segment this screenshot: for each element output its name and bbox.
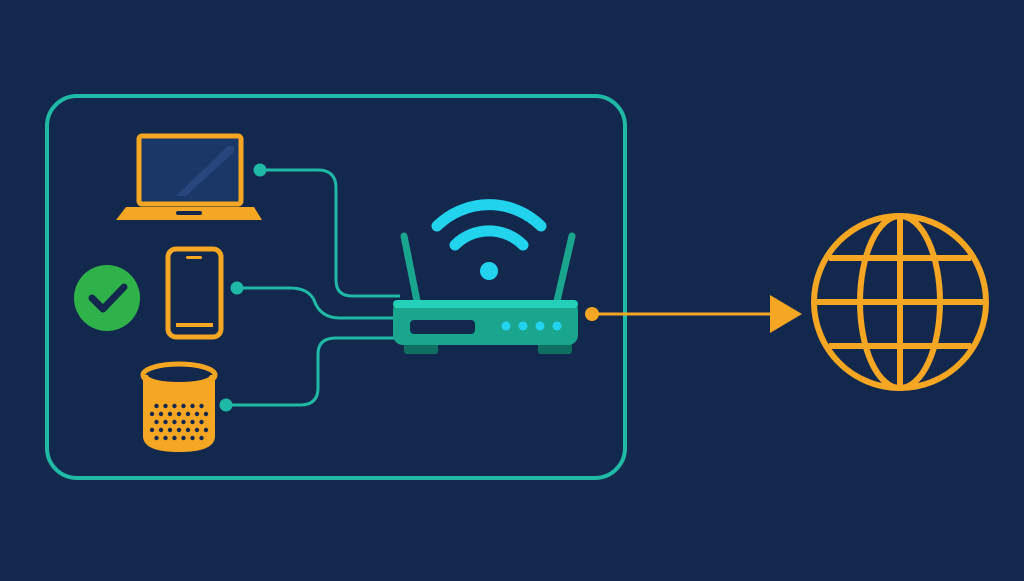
speaker-grille-dot <box>203 427 209 433</box>
arrow-right-icon <box>770 295 802 333</box>
speaker-grille-dot <box>149 427 155 433</box>
speaker-grille-dot <box>181 403 186 409</box>
speaker-grille-dot <box>199 403 204 409</box>
smartphone-body <box>165 246 224 340</box>
phone-connection-dot <box>230 281 244 295</box>
router-indicator-lights <box>501 321 562 331</box>
speaker-grille-dot <box>190 419 195 425</box>
speaker-grille-dot <box>158 411 164 417</box>
speaker-connection-dot <box>219 398 233 412</box>
speaker-grille-dot <box>158 427 164 433</box>
speaker-grille-dot <box>181 419 186 425</box>
speaker-grille-dot <box>181 435 186 441</box>
phone-connection-line <box>237 286 395 320</box>
speaker-grille-dot <box>163 419 168 425</box>
check-badge-circle <box>74 265 140 331</box>
router-indicator-light <box>552 321 562 331</box>
connection-endpoints <box>219 163 267 412</box>
wifi-dot <box>480 262 498 280</box>
laptop-screen <box>136 133 244 207</box>
laptop-trackpad <box>176 211 202 215</box>
router-icon <box>393 232 578 354</box>
speaker-grille-dot <box>194 427 200 433</box>
speaker-grille-dot <box>194 411 200 417</box>
speaker-grille-dot <box>172 419 177 425</box>
speaker-grille-dot <box>172 435 177 441</box>
speaker-grille-dot <box>185 411 191 417</box>
speaker-grille-dot <box>172 403 177 409</box>
laptop-icon <box>116 133 262 220</box>
speaker-grille-dot <box>167 411 173 417</box>
check-badge-icon <box>74 265 140 331</box>
speaker-grille-dot <box>176 427 182 433</box>
laptop-connection-dot <box>253 163 267 177</box>
laptop-screen-glare <box>176 146 234 196</box>
router-antenna-right <box>553 232 576 305</box>
speaker-grille-dot <box>154 435 159 441</box>
router-top-edge <box>393 300 578 308</box>
router-indicator-light <box>501 321 511 331</box>
speaker-grille-dot <box>154 403 159 409</box>
globe-icon <box>811 213 989 391</box>
speaker-grille-dot <box>176 411 182 417</box>
smart-speaker-top <box>140 361 218 389</box>
local-network-boundary <box>45 94 627 480</box>
router-display <box>410 320 475 334</box>
speaker-grille-dot <box>149 411 155 417</box>
smartphone-speaker <box>186 256 202 259</box>
speaker-grille-dot <box>185 427 191 433</box>
uplink-arrow <box>585 295 802 333</box>
speaker-grille-dot <box>203 411 209 417</box>
wifi-arc-middle <box>449 225 529 251</box>
router-antenna-left <box>400 232 421 305</box>
wifi-signal-icon <box>431 199 547 280</box>
wifi-arc-outer <box>431 199 547 232</box>
smart-speaker-grille <box>149 403 209 441</box>
speaker-grille-dot <box>154 419 159 425</box>
check-mark-icon <box>88 283 128 313</box>
connection-lines <box>226 168 400 407</box>
smartphone-icon <box>165 246 224 340</box>
speaker-grille-dot <box>167 427 173 433</box>
speaker-grille-dot <box>163 403 168 409</box>
laptop-connection-line <box>260 168 400 298</box>
speaker-grille-dot <box>190 403 195 409</box>
router-indicator-light <box>518 321 528 331</box>
router-indicator-light <box>535 321 545 331</box>
smart-speaker-top-inner <box>148 368 210 382</box>
speaker-grille-dot <box>163 435 168 441</box>
speaker-grille-dot <box>190 435 195 441</box>
speaker-connection-line <box>226 336 395 407</box>
speaker-grille-dot <box>199 435 204 441</box>
speaker-grille-dot <box>199 419 204 425</box>
smart-speaker-icon <box>140 361 218 452</box>
